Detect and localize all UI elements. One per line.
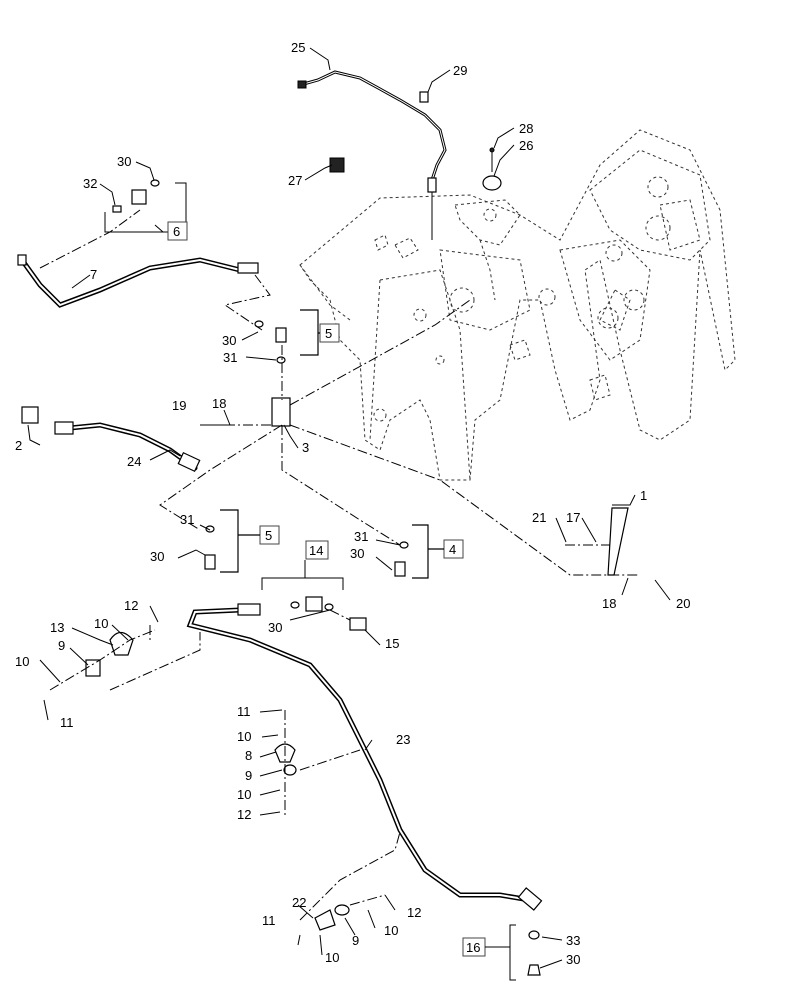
relay-26[interactable]	[482, 147, 502, 191]
fitting-16[interactable]	[527, 930, 541, 976]
ref-box-5-top	[300, 309, 340, 356]
callout-31-b: 31	[180, 512, 194, 527]
callout-23: 23	[396, 732, 410, 747]
ref-box-16	[462, 937, 510, 957]
ref-box-4	[412, 524, 464, 579]
callout-17: 17	[566, 510, 580, 525]
callout-12-c: 12	[407, 905, 421, 920]
callout-12-b: 12	[237, 807, 251, 822]
callout-18-a: 18	[212, 396, 226, 411]
callout-14: 14	[309, 543, 323, 558]
tube-1[interactable]	[607, 507, 629, 576]
callout-labels: 25 29 28 26 27 30 32 6 7 30 5 31 19 18 2…	[15, 40, 690, 967]
callout-30-d: 30	[350, 546, 364, 561]
callout-10-f: 10	[325, 950, 339, 965]
callout-18-b: 18	[602, 596, 616, 611]
clamp-22[interactable]	[314, 909, 336, 931]
callout-11-c: 11	[262, 913, 276, 928]
hose-23[interactable]	[186, 603, 543, 911]
hose-24[interactable]	[54, 421, 201, 473]
elbow-4[interactable]	[394, 541, 409, 577]
callout-25: 25	[291, 40, 305, 55]
routing-lines	[39, 209, 640, 921]
callout-2: 2	[15, 438, 22, 453]
callout-30-f: 30	[566, 952, 580, 967]
callout-5-top: 5	[325, 326, 332, 341]
callout-3: 3	[302, 440, 309, 455]
ref-box-14	[305, 540, 329, 560]
callout-19: 19	[172, 398, 186, 413]
callout-10-e: 10	[384, 923, 398, 938]
loader-frame	[299, 129, 736, 481]
clamp-9-c[interactable]	[334, 904, 350, 916]
callout-30-c: 30	[150, 549, 164, 564]
callout-15: 15	[385, 636, 399, 651]
callout-29: 29	[453, 63, 467, 78]
elbow-5-left[interactable]	[204, 525, 216, 570]
callout-9-b: 9	[245, 768, 252, 783]
callout-16: 16	[466, 940, 480, 955]
callout-32: 32	[83, 176, 97, 191]
clip-29[interactable]	[419, 91, 429, 103]
callout-4: 4	[449, 542, 456, 557]
callout-22: 22	[292, 895, 306, 910]
callout-10-b: 10	[15, 654, 29, 669]
callout-9-a: 9	[58, 638, 65, 653]
fitting-15[interactable]	[349, 617, 367, 631]
callout-28: 28	[519, 121, 533, 136]
clamp-9-b[interactable]	[283, 764, 297, 776]
callout-30-b: 30	[222, 333, 236, 348]
callout-21: 21	[532, 510, 546, 525]
callout-13: 13	[50, 620, 64, 635]
ref-box-6	[167, 221, 188, 241]
callout-12-a: 12	[124, 598, 138, 613]
hose-7[interactable]	[17, 254, 259, 308]
clamp-9-a[interactable]	[85, 659, 101, 677]
adapter-6[interactable]	[131, 189, 147, 205]
callout-7: 7	[90, 267, 97, 282]
wire-harness-25[interactable]	[297, 70, 447, 240]
callout-10-a: 10	[94, 616, 108, 631]
callout-20: 20	[676, 596, 690, 611]
elbow-5-top[interactable]	[254, 320, 287, 364]
callout-8: 8	[245, 748, 252, 763]
callout-30-e: 30	[268, 620, 282, 635]
callout-26: 26	[519, 138, 533, 153]
fitting-32[interactable]	[112, 205, 122, 213]
connector-27[interactable]	[329, 157, 345, 173]
leader-lines	[27, 47, 671, 981]
ref-box-5-left	[220, 509, 280, 573]
callout-1: 1	[640, 488, 647, 503]
callout-6: 6	[173, 224, 180, 239]
callout-10-d: 10	[237, 787, 251, 802]
adapter-14[interactable]	[290, 596, 334, 612]
callout-30-a: 30	[117, 154, 131, 169]
callout-27: 27	[288, 173, 302, 188]
callout-31-a: 31	[223, 350, 237, 365]
callout-10-c: 10	[237, 729, 251, 744]
callout-5-left: 5	[265, 528, 272, 543]
fitting-2[interactable]	[21, 406, 39, 424]
callout-9-c: 9	[352, 933, 359, 948]
callout-33: 33	[566, 933, 580, 948]
callout-11-b: 11	[237, 704, 251, 719]
callout-11-a: 11	[60, 715, 74, 730]
bracket-3[interactable]	[271, 397, 291, 427]
callout-24: 24	[127, 454, 141, 469]
callout-31-c: 31	[354, 529, 368, 544]
oring-30-a[interactable]	[150, 179, 160, 187]
